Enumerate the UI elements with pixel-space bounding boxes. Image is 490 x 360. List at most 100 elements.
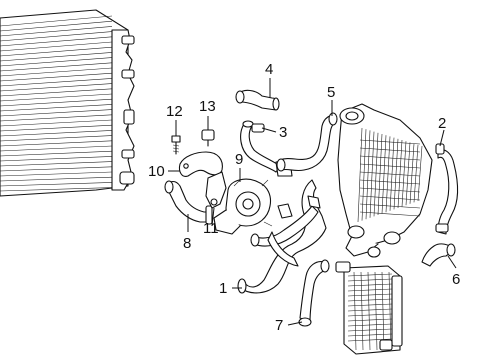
callout-5: 5 [327,84,335,101]
callout-1: 1 [219,280,227,297]
hatch-line [401,141,407,207]
hatch-line [359,187,421,193]
hatch-line [0,182,113,187]
hatch-line [353,271,357,351]
callout-2: 2 [438,115,446,132]
hatch-line [374,271,378,351]
hatch-line [0,88,113,97]
hatch-line [0,135,113,142]
hatch-line [0,140,113,147]
hatch-line [0,83,113,92]
hatch-line [347,283,393,287]
hose-8 [164,180,213,225]
hatch-line [0,124,113,132]
hatch-line [359,171,421,177]
engine-block [337,103,433,258]
radiator-fins [0,15,113,192]
callout-8: 8 [183,235,191,252]
callout-13: 13 [199,98,216,115]
hatch-line [0,187,113,192]
hatch-line [359,155,421,161]
hatch-line [347,303,393,307]
hatch-line [359,147,421,153]
engine-ribs [357,127,423,223]
bolt-13 [201,129,215,147]
hatch-line [0,62,113,72]
hose-7 [298,259,330,327]
callout-7: 7 [275,317,283,334]
main-radiator [0,9,135,197]
hatch-line [347,298,393,302]
callout-9: 9 [235,151,243,168]
hatch-line [405,142,411,206]
callout-6: 6 [452,271,460,288]
hatch-line [0,20,113,32]
hatch-line [359,211,421,217]
hose-5 [276,112,338,172]
hatch-line [357,127,363,223]
hatch-line [0,119,113,127]
hatch-line [0,93,113,102]
hatch-line [0,109,113,117]
hatch-line [359,195,421,201]
hatch-line [0,36,113,47]
hatch-line [0,26,113,37]
hatch-line [347,273,393,277]
hatch-line [359,203,421,209]
hatch-line [0,104,113,112]
hatch-line [388,271,392,351]
hatch-line [0,161,113,167]
water-pump-9 [213,178,273,235]
hatch-line [347,278,393,282]
hatch-line [0,67,113,77]
hatch-line [359,139,421,145]
pipe-assembly-1 [237,179,327,294]
bolt-12 [171,135,181,155]
callout-labels: 1 2 3 4 5 6 7 8 9 10 11 12 13 [148,61,460,334]
hatch-line [0,98,113,107]
hatch-line [0,114,113,122]
auxiliary-radiator [335,261,403,355]
hatch-line [359,163,421,169]
hatch-line [347,288,393,292]
hatch-line [397,139,403,209]
hatch-line [413,144,419,203]
hatch-line [0,78,113,87]
hose-2 [435,143,459,235]
hatch-line [381,271,385,351]
hatch-line [347,293,393,297]
hose-4 [235,89,280,111]
hatch-line [347,308,393,312]
hatch-line [361,129,367,221]
hatch-line [359,179,421,185]
callout-11: 11 [203,220,219,237]
bracket-11 [205,171,227,209]
hatch-line [385,136,391,213]
hatch-line [0,15,113,27]
hatch-line [0,156,113,162]
hose-6 [421,243,456,267]
hatch-line [360,271,364,351]
hatch-line [0,166,113,172]
callout-3: 3 [279,124,287,141]
callout-10: 10 [148,163,165,180]
callout-4: 4 [265,61,273,78]
hatch-line [0,41,113,52]
hatch-line [367,271,371,351]
hatch-line [369,131,375,218]
hatch-line [0,46,113,57]
hatch-line [409,143,415,204]
auxiliary-radiator-fins [347,271,393,351]
hatch-line [373,132,379,217]
hatch-line [0,72,113,82]
callout-12: 12 [166,103,183,120]
hatch-line [377,133,383,216]
leader-lines [168,78,457,326]
hatch-line [0,31,113,42]
hatch-line [0,52,113,62]
hatch-line [0,176,113,182]
hatch-line [381,135,387,214]
hatch-line [0,130,113,137]
hatch-line [0,150,113,157]
